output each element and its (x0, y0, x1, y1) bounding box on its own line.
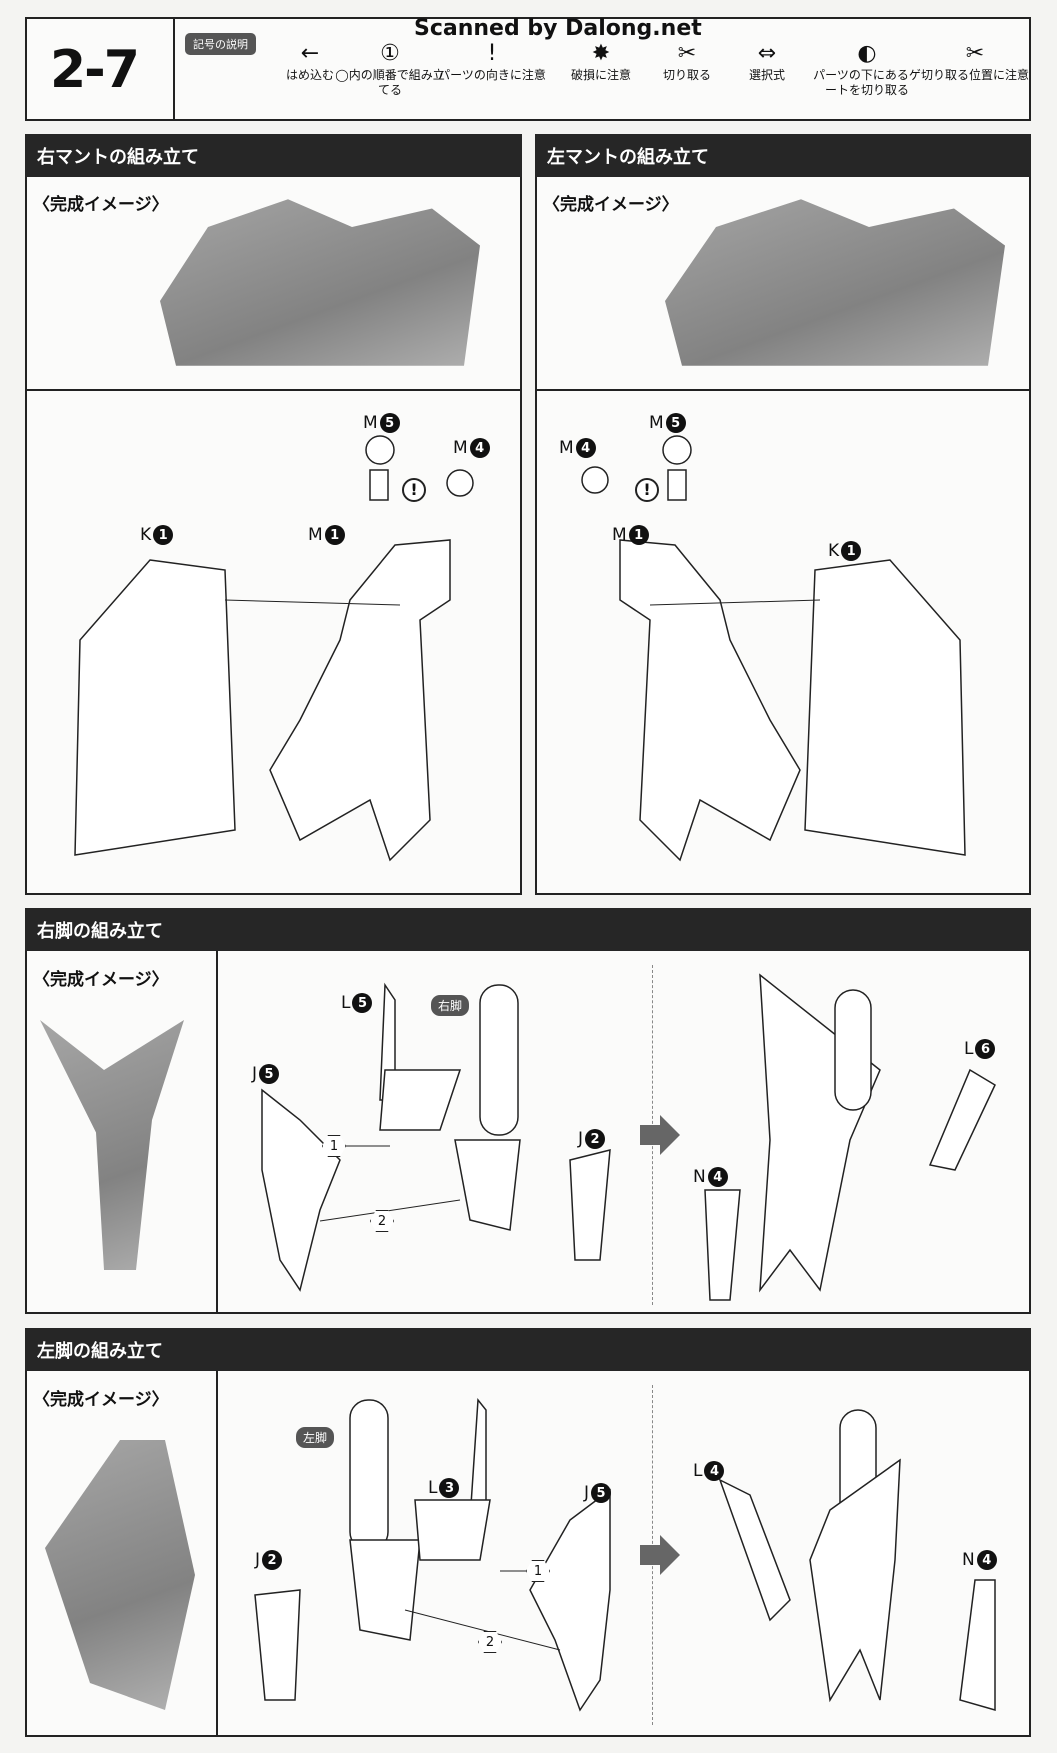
left-leg-title: 左脚の組み立て (25, 1328, 1031, 1371)
complete-image-label: 〈完成イメージ〉 (33, 195, 169, 215)
legend-item: ! パーツの向きに注意 (437, 40, 547, 83)
hexagon-number-icon: ① (380, 41, 400, 66)
legend-label: パーツの向きに注意 (438, 68, 546, 82)
legend-label: 切り取る (662, 68, 711, 82)
legend-title: 記号の説明 (185, 33, 256, 55)
divider (25, 389, 522, 391)
legend-item: ⇔ 選択式 (712, 40, 822, 83)
gate-under-part-icon: ◐ (857, 41, 877, 66)
divider (216, 1371, 218, 1737)
step-divider (173, 17, 175, 121)
legend-item: ✂ 切り取る位置に注意 (920, 40, 1030, 83)
complete-image-label: 〈完成イメージ〉 (543, 195, 679, 215)
left-leg-badge: 左脚 (296, 1427, 335, 1448)
legend-item: ← はめ込む (255, 40, 365, 83)
legend-item: ✂ 切り取る (632, 40, 742, 83)
orientation-warning-icon: ! (635, 478, 659, 502)
legend-label: パーツの下にあるゲートを切り取る (813, 68, 921, 97)
legend-label: はめ込む (285, 68, 334, 82)
step-number: 2-7 (50, 40, 140, 100)
legend-label: ◯内の順番で組み立てる (335, 68, 445, 97)
order-marker-2: 2 (370, 1210, 394, 1232)
legend-label: 選択式 (748, 68, 785, 82)
right-leg-badge: 右脚 (431, 995, 470, 1016)
right-leg-title: 右脚の組み立て (25, 908, 1031, 951)
cut-position-icon: ✂ (965, 41, 985, 66)
right-leg-panel (25, 908, 1031, 1314)
cut-icon: ✂ (677, 41, 697, 66)
left-mantle-complete-image (665, 199, 1005, 366)
legend-item: ◐パーツの下にあるゲートを切り取る (812, 40, 922, 98)
divider (216, 951, 218, 1314)
watermark: Scanned by Dalong.net (414, 16, 702, 41)
breakage-icon: ✸ (591, 41, 611, 66)
complete-image-label: 〈完成イメージ〉 (33, 970, 169, 990)
legend-item: ①◯内の順番で組み立てる (335, 40, 445, 98)
divider (535, 389, 1031, 391)
exclamation-icon: ! (487, 41, 497, 66)
right-mantle-complete-image (160, 199, 480, 366)
orientation-warning-icon: ! (402, 478, 426, 502)
legend-label: 切り取る位置に注意 (920, 68, 1029, 82)
order-marker-1: 1 (526, 1560, 550, 1582)
left-mantle-title: 左マントの組み立て (535, 134, 1031, 177)
order-marker-2: 2 (478, 1631, 502, 1653)
arrow-left-icon: ← (300, 41, 320, 66)
legend-label: 破損に注意 (570, 68, 631, 82)
choice-arrows-icon: ⇔ (757, 41, 777, 66)
right-mantle-title: 右マントの組み立て (25, 134, 522, 177)
order-marker-1: 1 (322, 1135, 346, 1157)
complete-image-label: 〈完成イメージ〉 (33, 1390, 169, 1410)
legend-item: ✸ 破損に注意 (546, 40, 656, 83)
